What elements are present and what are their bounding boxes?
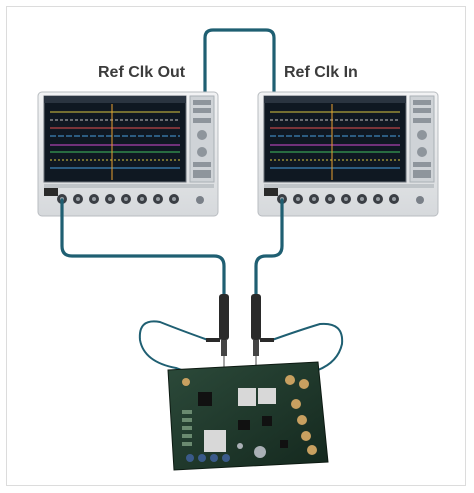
oscilloscope-left <box>37 91 219 217</box>
probe-left <box>206 294 229 368</box>
ref-clock-cable <box>203 28 276 96</box>
probe-cable-left <box>60 198 226 302</box>
ground-lead-right <box>271 322 344 371</box>
probe-right <box>251 294 274 368</box>
oscilloscope-right <box>257 91 439 217</box>
ref-clk-out-label: Ref Clk Out <box>98 64 186 81</box>
probe-cable-right <box>254 198 284 302</box>
ref-clk-in-label: Ref Clk In <box>284 64 358 81</box>
circuit-board <box>167 361 329 471</box>
